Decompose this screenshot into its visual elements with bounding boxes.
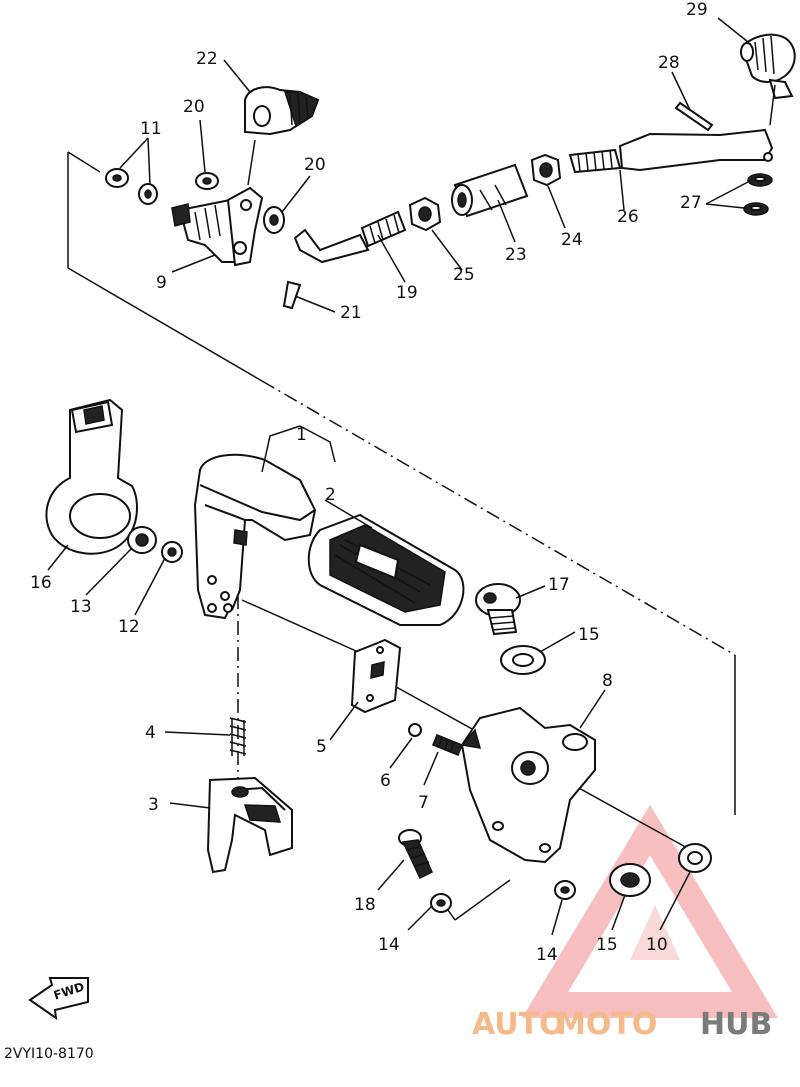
leader-line	[447, 879, 511, 921]
label-28: 28	[658, 53, 680, 73]
callout-labels: 29 22 28 20 11 20 27 26 24 23 25 19 9 21…	[30, 0, 708, 965]
watermark-triangle-icon	[522, 804, 778, 1018]
part-24-nut	[530, 153, 562, 187]
part-5-plate	[350, 638, 402, 714]
part-20-washer	[195, 172, 285, 234]
part-14-washers	[430, 880, 576, 913]
part-6-ball	[408, 723, 422, 737]
label-11: 11	[140, 119, 162, 139]
part-22-boot	[244, 86, 320, 136]
label-15: 15	[596, 935, 618, 955]
drawing-code: 2VYI10-8170	[4, 1046, 94, 1062]
part-10-washer	[678, 843, 712, 873]
label-13: 13	[70, 597, 92, 617]
part-4-spring	[229, 717, 247, 756]
watermark-logo: AUTO MOTO HUB	[472, 1007, 772, 1042]
part-16-bracket	[45, 398, 138, 555]
label-24: 24	[561, 230, 583, 250]
part-11-washers	[105, 168, 158, 205]
part-18-bolt	[398, 829, 433, 880]
label-26: 26	[617, 207, 639, 227]
label-29: 29	[686, 0, 708, 20]
part-28-cotter-pin	[674, 101, 714, 132]
label-7: 7	[418, 793, 429, 813]
part-8-housing	[460, 706, 596, 864]
part-9-lever	[171, 186, 264, 267]
label-4: 4	[145, 723, 156, 743]
label-9: 9	[156, 273, 167, 293]
part-13-grommet	[127, 526, 157, 554]
label-5: 5	[316, 737, 327, 757]
label-10: 10	[646, 935, 668, 955]
watermark-moto: MOTO	[556, 1007, 657, 1042]
label-8: 8	[602, 671, 613, 691]
label-2: 2	[325, 485, 336, 505]
assembly-frame	[67, 151, 736, 815]
part-19-rod	[293, 210, 407, 264]
label-15: 15	[578, 625, 600, 645]
label-3: 3	[148, 795, 159, 815]
part-15-washer	[500, 645, 546, 675]
part-17-bolt	[475, 583, 521, 636]
part-27-washers	[743, 173, 773, 216]
fwd-arrow-icon: FWD	[28, 977, 89, 1021]
part-1-shift-lever	[193, 453, 317, 620]
label-20: 20	[183, 97, 205, 117]
part-3-stopper	[206, 776, 293, 874]
watermark-hub: HUB	[700, 1007, 772, 1042]
part-12-washer	[161, 541, 183, 563]
part-26-rod	[568, 128, 774, 174]
part-25-nut	[408, 196, 442, 232]
label-14: 14	[378, 935, 400, 955]
label-27: 27	[680, 193, 702, 213]
label-19: 19	[396, 283, 418, 303]
part-29-boot	[740, 33, 796, 100]
part-21-cotter-pin	[282, 280, 302, 310]
label-23: 23	[505, 245, 527, 265]
label-25: 25	[453, 265, 475, 285]
part-23-sleeve	[451, 163, 529, 218]
label-20: 20	[304, 155, 326, 175]
part-2-grip	[307, 513, 465, 626]
label-6: 6	[380, 771, 391, 791]
label-17: 17	[548, 575, 570, 595]
label-22: 22	[196, 49, 218, 69]
label-12: 12	[118, 617, 140, 637]
label-1: 1	[296, 425, 307, 445]
label-18: 18	[354, 895, 376, 915]
leader-line	[769, 84, 776, 126]
label-14: 14	[536, 945, 558, 965]
leader-line	[241, 599, 366, 656]
part-7-screw	[432, 734, 463, 756]
leader-line	[247, 139, 256, 186]
watermark-auto: AUTO	[472, 1007, 565, 1042]
label-16: 16	[30, 573, 52, 593]
part-15-washer-lower	[609, 863, 651, 897]
leader-lines	[47, 17, 749, 936]
label-21: 21	[340, 303, 362, 323]
